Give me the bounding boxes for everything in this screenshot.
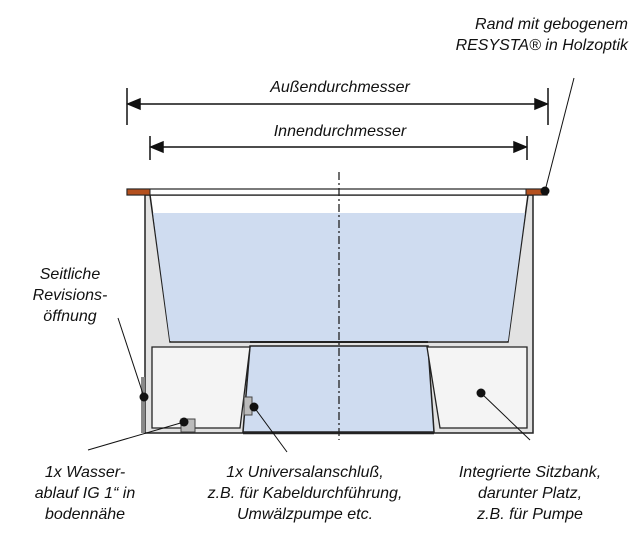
rim-label-line: RESYSTA® in Holzoptik [455, 37, 628, 54]
drain-label-line: 1x Wasser- [44, 464, 126, 481]
revision-opening [141, 377, 145, 433]
drain-label: 1x Wasser- ablauf IG 1“ in bodennähe [5, 462, 165, 525]
leader-lines [87, 77, 575, 453]
rim [126, 188, 548, 196]
universal-label-line: Umwälzpumpe etc. [236, 506, 374, 523]
side-revision-line: Revisions- [32, 287, 108, 304]
inner-dimension-arrow [149, 136, 528, 160]
leader-dots [139, 186, 550, 427]
outer-dimension-arrow [126, 88, 549, 125]
drain-label-line: ablauf IG 1“ in [34, 485, 136, 502]
side-revision-label: Seitliche Revisions- öffnung [15, 264, 125, 327]
universal-connection-label: 1x Universalanschluß, z.B. für Kabeldurc… [180, 462, 430, 525]
bench-label-line: Integrierte Sitzbank, [458, 464, 602, 481]
right-bench [426, 346, 528, 429]
water [153, 213, 525, 341]
rim-label-line: Rand mit gebogenem [475, 16, 628, 33]
bench-label-line: z.B. für Pumpe [477, 506, 583, 523]
outer-diameter-label: Außendurchmesser [270, 79, 410, 96]
rim-wood-left [126, 188, 151, 196]
inner-diameter-label: Innendurchmesser [273, 123, 407, 140]
universal-label-line: 1x Universalanschluß, [226, 464, 384, 481]
bench-label: Integrierte Sitzbank, darunter Platz, z.… [430, 462, 630, 525]
side-revision-line: öffnung [43, 308, 97, 325]
side-revision-line: Seitliche [39, 266, 101, 283]
drain-label-line: bodennähe [44, 506, 126, 523]
bench-label-line: darunter Platz, [477, 485, 583, 502]
left-bench [151, 346, 251, 429]
universal-label-line: z.B. für Kabeldurchführung, [207, 485, 403, 502]
rim-label: Rand mit gebogenem RESYSTA® in Holzoptik [400, 14, 628, 56]
